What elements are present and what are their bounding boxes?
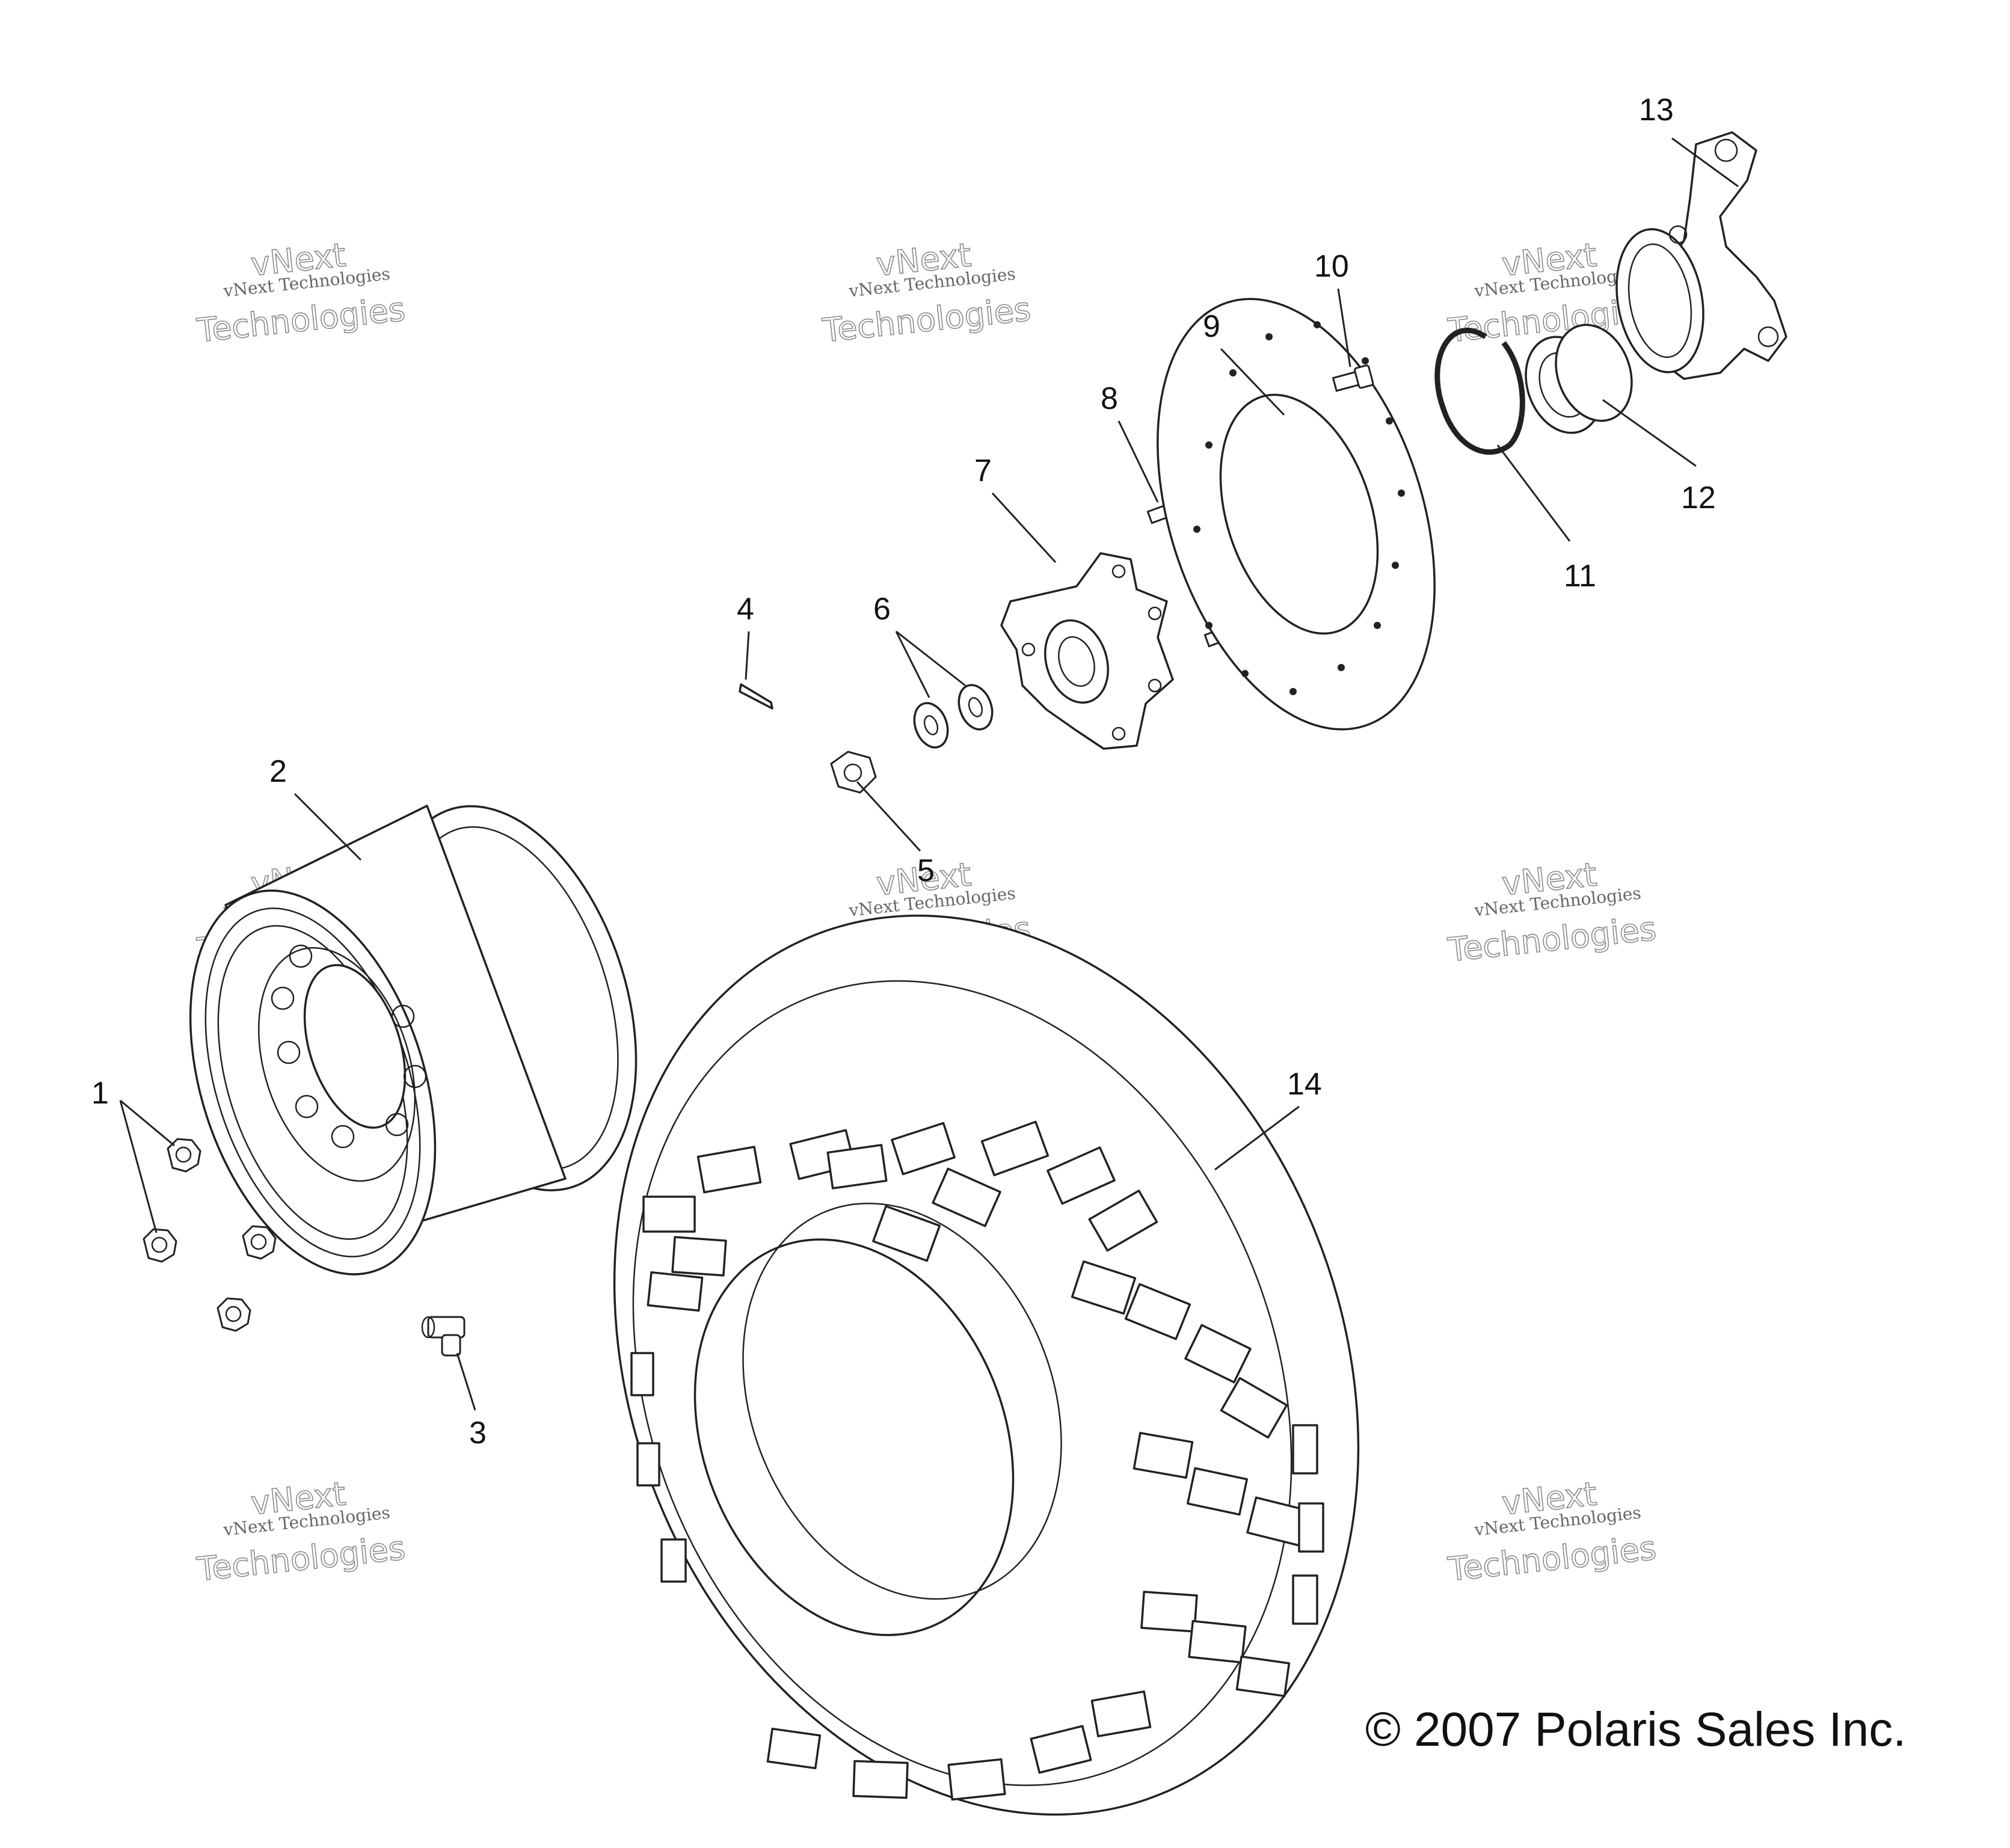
watermark: vNext vNext Technologies Technologies [194,235,407,350]
leader-lines [119,137,1739,1411]
part-4-cotter-pin [739,683,773,710]
callout-9: 9 [1203,309,1220,344]
leader-4 [745,631,750,680]
leader-8 [1117,420,1159,503]
tire-tread [630,1120,1324,1801]
callout-2: 2 [269,754,287,789]
part-2-rim [189,805,638,1275]
callout-1: 1 [91,1076,109,1111]
leader-6b [896,630,966,687]
watermark: vNext vNext Technologies Technologies [194,1474,407,1589]
leader-11 [1496,444,1571,542]
part-14-tire [613,914,1360,1816]
watermark: vNext vNext Technologies Technologies [1445,1474,1658,1589]
callout-labels: 1 2 3 4 5 6 7 8 9 10 11 12 13 14 [91,93,1716,1450]
leader-3 [456,1352,476,1411]
callout-6: 6 [873,592,891,627]
part-7-hub [1000,552,1174,750]
watermark: vNext vNext Technologies Technologies [820,235,1033,350]
part-10-bolt [1332,364,1374,392]
part-9-brake-disc [1157,298,1436,731]
callout-5: 5 [917,853,935,888]
callout-10: 10 [1314,249,1349,284]
leader-5 [856,781,921,852]
leader-2 [294,793,362,861]
callout-11: 11 [1564,559,1596,594]
leader-9 [1220,348,1285,416]
callout-12: 12 [1681,480,1716,515]
leader-10 [1337,288,1351,367]
leader-12 [1602,399,1697,467]
callout-8: 8 [1101,381,1118,416]
copyright-notice: © 2007 Polaris Sales Inc. [1365,1702,1907,1756]
callout-4: 4 [737,592,754,627]
brake-disc-holes [1193,321,1405,695]
leader-1b [119,1100,158,1233]
callout-3: 3 [469,1416,487,1450]
part-5-castle-nut [830,751,877,794]
part-6-washers [913,684,994,749]
leader-13 [1671,137,1739,188]
leader-1a [120,1099,175,1147]
callout-7: 7 [974,453,992,488]
leader-6a [895,631,930,698]
part-11-snap-ring [1434,327,1525,455]
callout-14: 14 [1287,1067,1322,1102]
part-13-bearing-carrier [1615,131,1787,380]
part-3-valve-stem [421,1316,466,1357]
watermark: vNext vNext Technologies Technologies [1445,855,1658,969]
leader-14 [1214,1105,1300,1171]
part-1-lug-nuts [143,1138,277,1332]
leader-7 [991,492,1057,563]
callout-13: 13 [1639,93,1674,127]
